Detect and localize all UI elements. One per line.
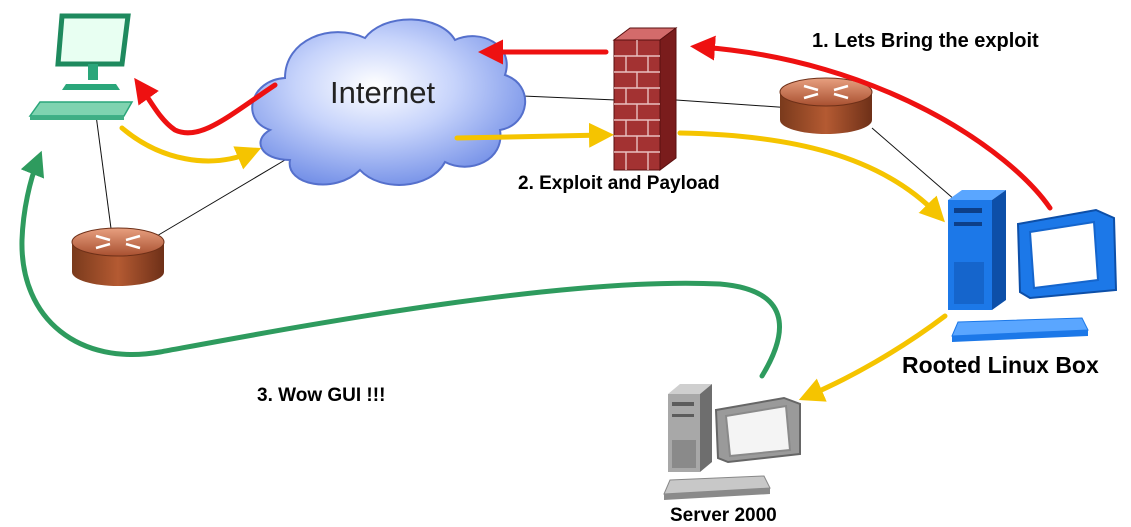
step2-label: 2. Exploit and Payload <box>518 173 720 194</box>
firewall-icon <box>612 27 678 171</box>
yellow-arrow-linux-to-server <box>798 313 948 402</box>
server-label: Server 2000 <box>670 505 777 526</box>
internet-cloud <box>251 18 527 186</box>
internet-label: Internet <box>330 75 436 110</box>
step1-label: 1. Lets Bring the exploit <box>812 30 1039 52</box>
red-arrow-internet-to-workstation <box>134 77 278 136</box>
step1-arrows <box>134 35 1053 211</box>
yellow-arrow-workstation-to-internet <box>119 125 262 170</box>
server-icon <box>663 384 801 500</box>
rooted-linux-box-label: Rooted Linux Box <box>902 352 1099 378</box>
link-firewall-router <box>675 99 793 109</box>
green-arrow-server-to-workstation <box>19 150 782 379</box>
step3-label: 3. Wow GUI !!! <box>257 385 386 406</box>
step3-arrows <box>19 150 782 379</box>
link-workstation-router <box>95 114 113 237</box>
workstation-icon <box>28 13 134 120</box>
yellow-arrow-internet-to-firewall <box>454 122 614 148</box>
link-router-internet <box>149 159 286 241</box>
yellow-arrow-firewall-to-linux <box>677 130 945 223</box>
red-arrow-linux-to-firewall <box>690 35 1053 211</box>
link-router-linux <box>871 127 956 201</box>
router-right-icon <box>779 77 873 134</box>
step2-arrows <box>119 122 948 402</box>
router-left-icon <box>71 227 165 286</box>
linux-box-icon <box>948 190 1118 342</box>
